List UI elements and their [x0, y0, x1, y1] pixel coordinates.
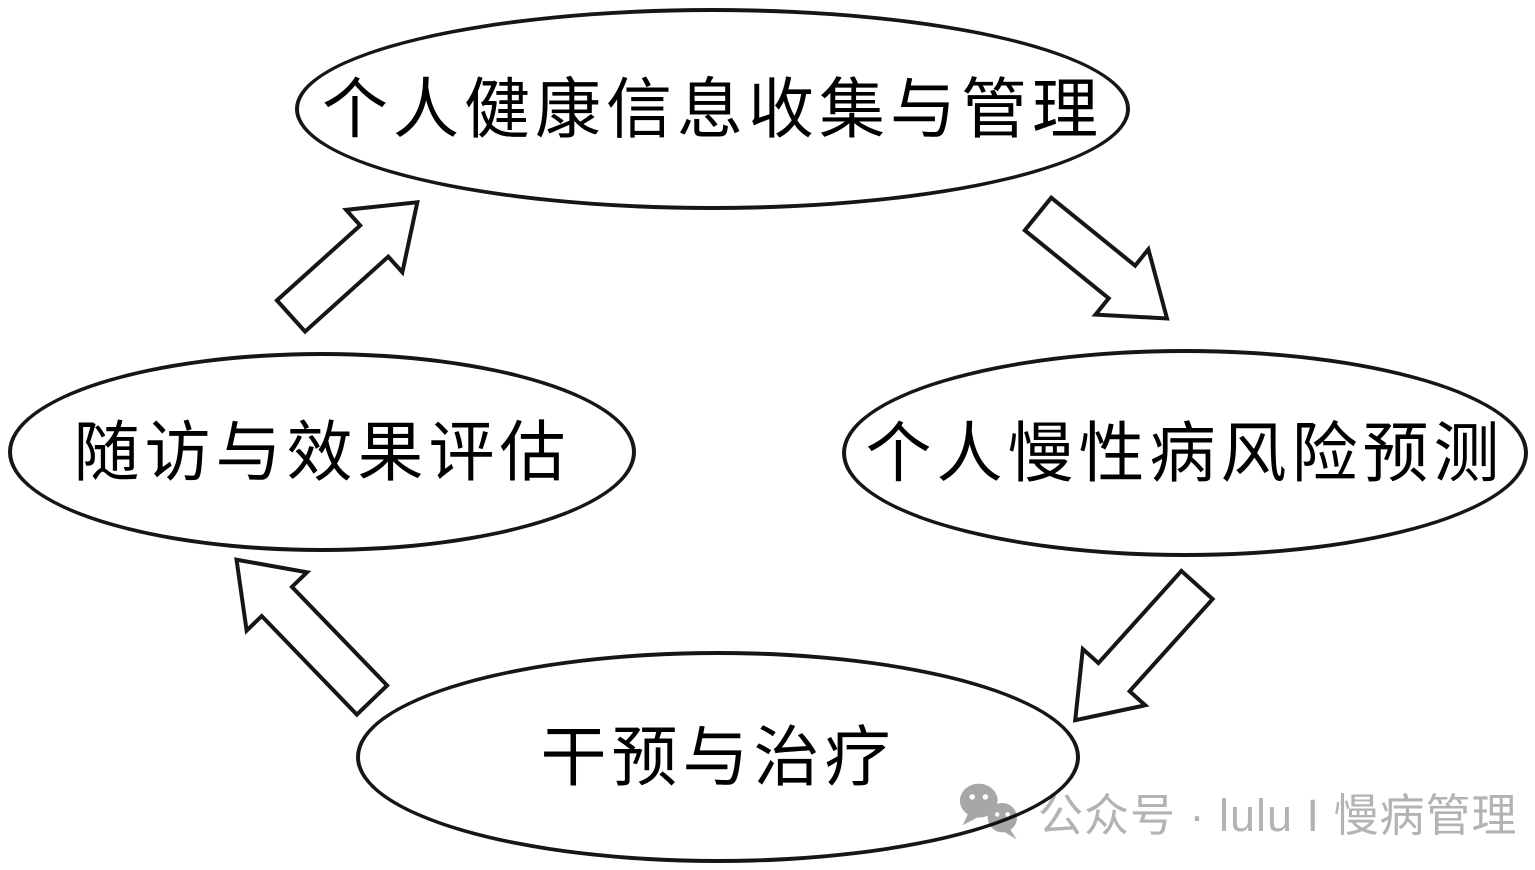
node-followup-evaluation-label: 随访与效果评估 [73, 417, 571, 490]
watermark: 公众号 · lulu I 慢病管理 [958, 779, 1518, 844]
arrow-top-to-right-icon [1021, 194, 1170, 321]
arrow-left-to-top-icon [274, 199, 420, 335]
wechat-icon [959, 783, 1018, 839]
node-health-info-collection-label: 个人健康信息收集与管理 [322, 74, 1103, 147]
node-intervention-treatment-label: 干预与治疗 [540, 722, 896, 795]
node-health-info-collection: 个人健康信息收集与管理 [295, 8, 1130, 210]
arrow-right-to-bottom-icon [1072, 568, 1216, 723]
watermark-text: 公众号 · lulu I 慢病管理 [1038, 790, 1518, 841]
node-followup-evaluation: 随访与效果评估 [8, 352, 636, 552]
node-intervention-treatment: 干预与治疗 [356, 651, 1080, 863]
node-chronic-disease-risk-prediction: 个人慢性病风险预测 [842, 349, 1528, 557]
node-chronic-disease-risk-prediction-label: 个人慢性病风险预测 [865, 418, 1505, 491]
arrow-bottom-to-left-icon [234, 557, 390, 718]
